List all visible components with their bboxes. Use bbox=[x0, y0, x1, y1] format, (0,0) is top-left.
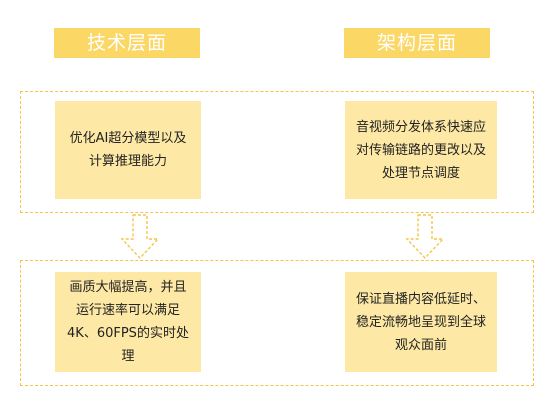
technical-level-header: 技术层面 bbox=[54, 28, 200, 58]
architecture-measure-text: 音视频分发体系快速应对传输链路的更改以及处理节点调度 bbox=[355, 119, 486, 181]
technical-measure-card: 优化AI超分模型以及计算推理能力 bbox=[55, 101, 201, 199]
technical-measure-text: 优化AI超分模型以及计算推理能力 bbox=[69, 131, 187, 169]
technical-result-card: 画质大幅提高，并且运行速率可以满足4K、60FPS的实时处理 bbox=[55, 272, 201, 372]
architecture-measure-card: 音视频分发体系快速应对传输链路的更改以及处理节点调度 bbox=[345, 101, 497, 199]
results-row-frame bbox=[20, 260, 534, 386]
architecture-result-text: 保证直播内容低延时、稳定流畅地呈现到全球观众面前 bbox=[355, 291, 486, 353]
measures-row-frame bbox=[20, 91, 534, 213]
down-arrow-icon bbox=[120, 214, 160, 260]
architecture-level-header: 架构层面 bbox=[344, 28, 490, 58]
architecture-result-card: 保证直播内容低延时、稳定流畅地呈现到全球观众面前 bbox=[345, 272, 497, 372]
down-arrow-icon bbox=[405, 214, 445, 260]
technical-result-text: 画质大幅提高，并且运行速率可以满足4K、60FPS的实时处理 bbox=[67, 280, 189, 364]
